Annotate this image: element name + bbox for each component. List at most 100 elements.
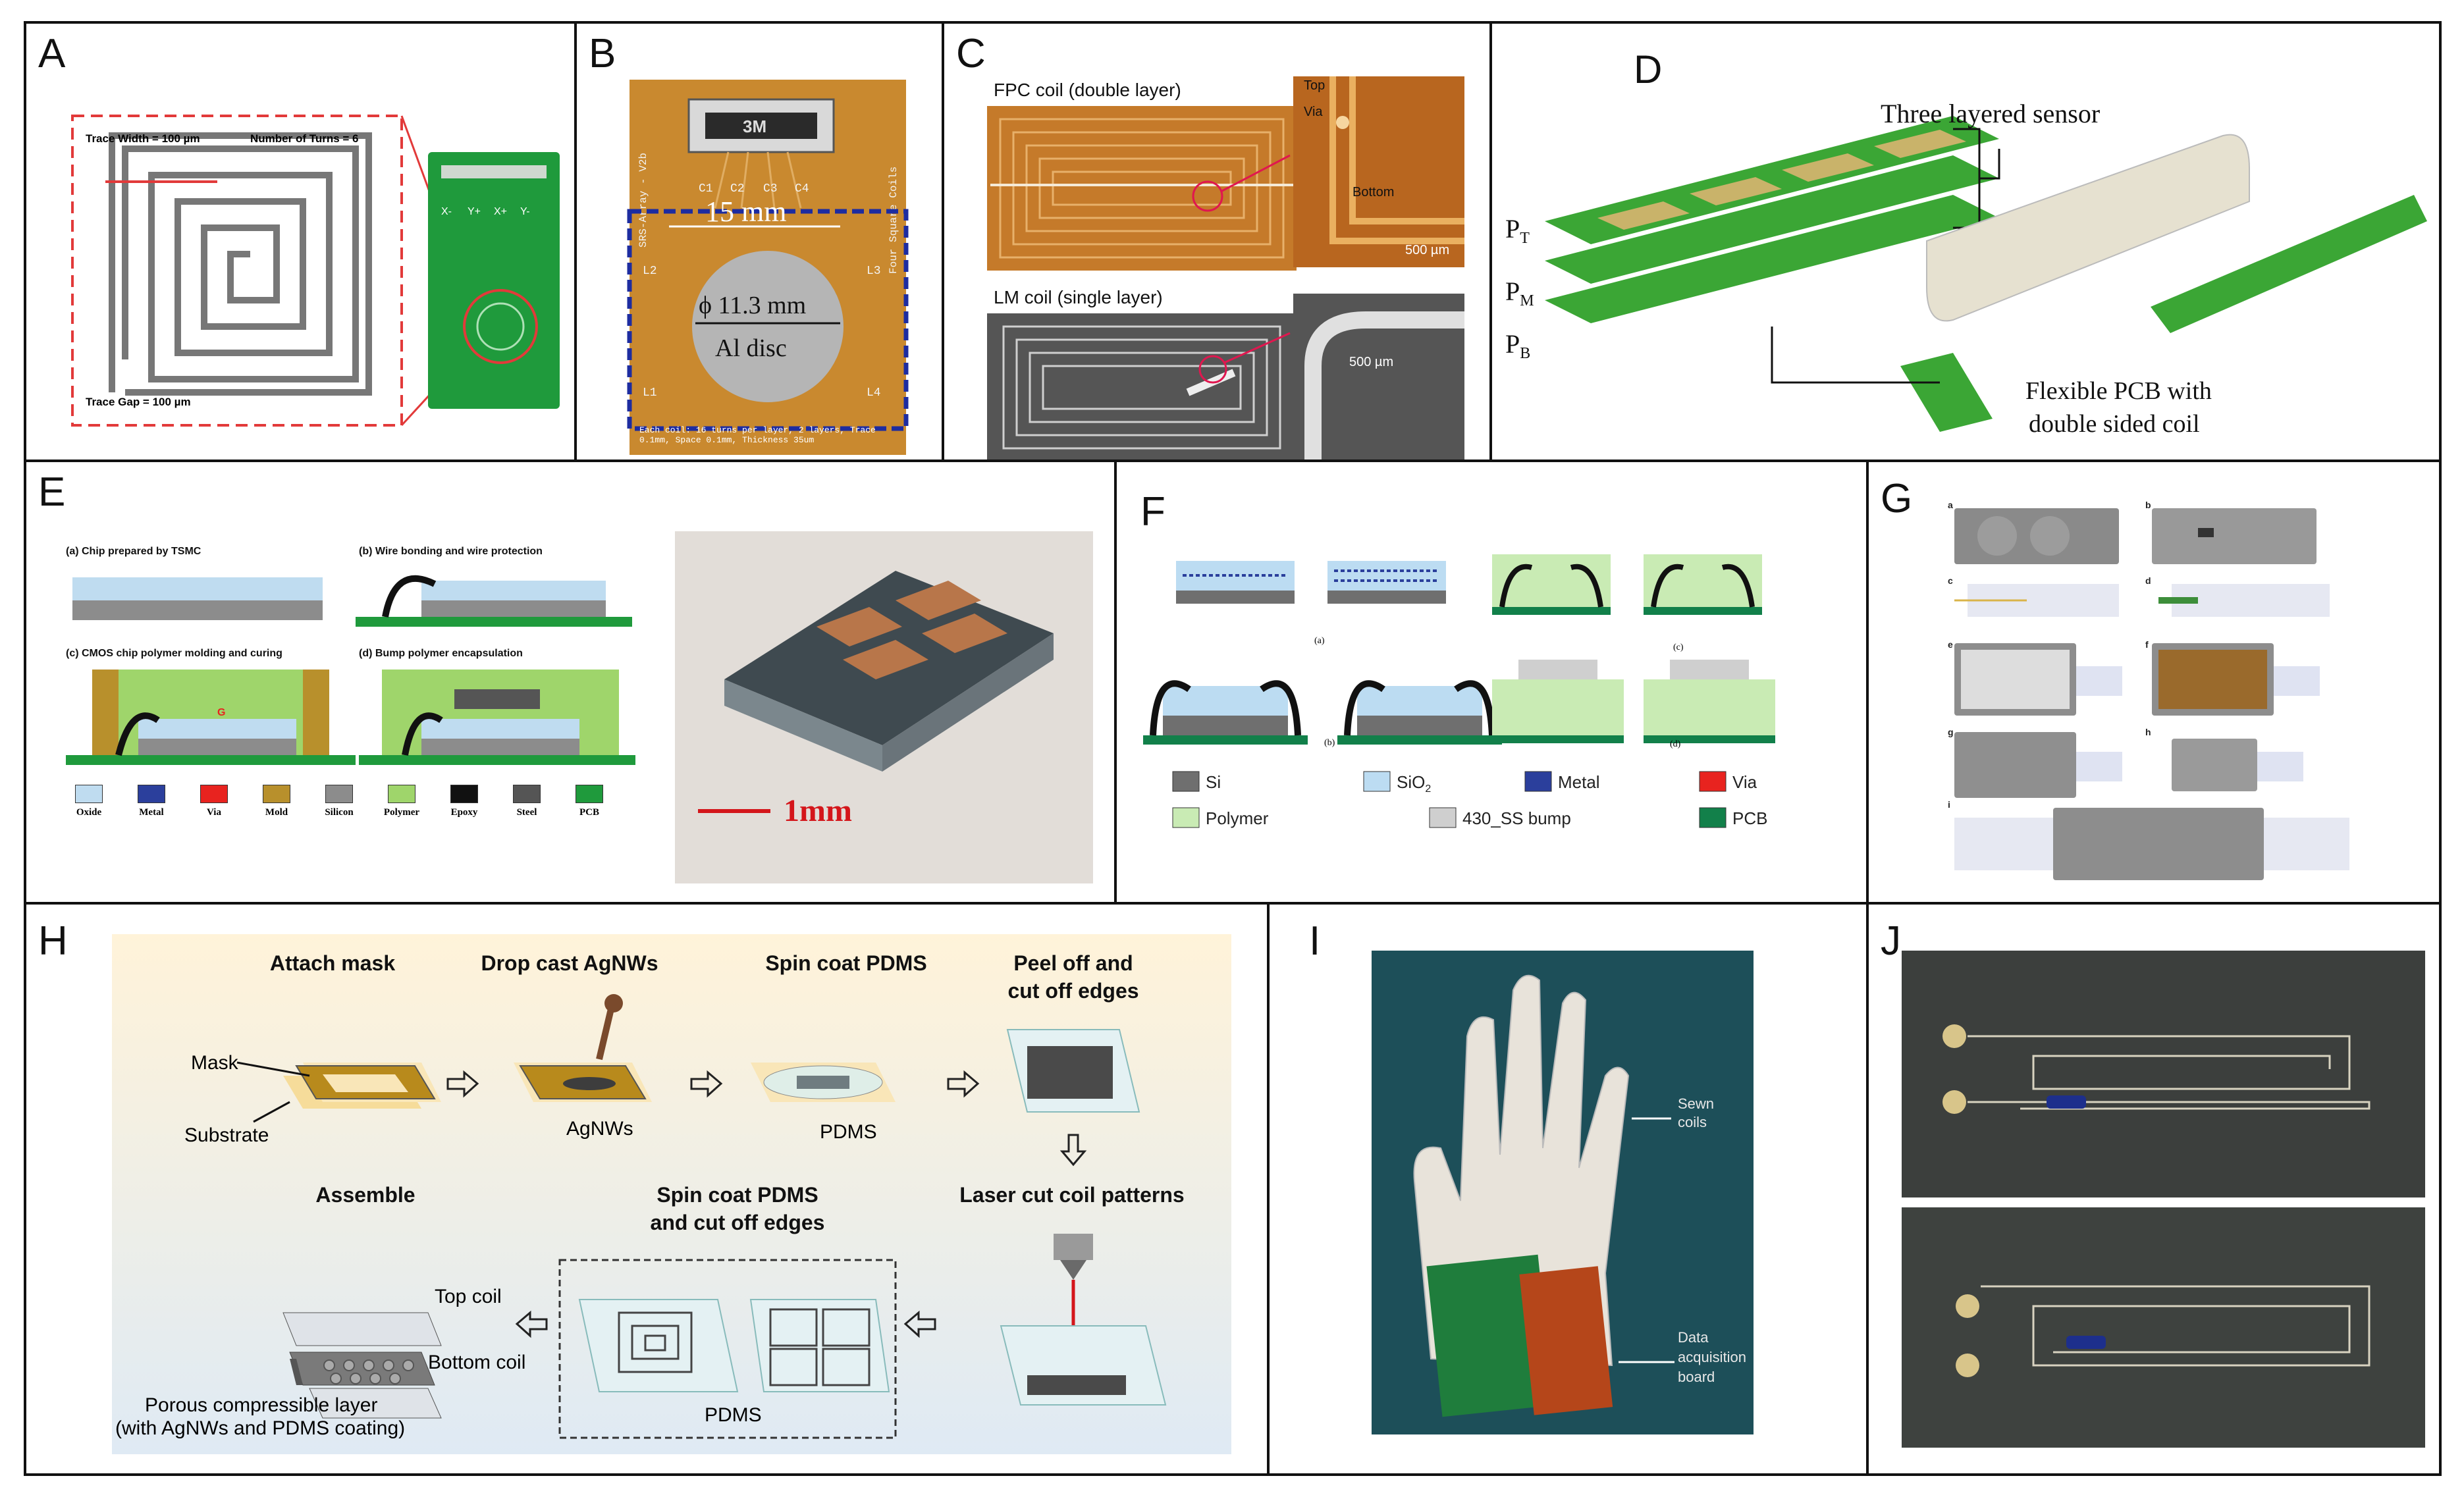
pin-label: Y- [520,206,530,217]
legend-label: Metal [1558,772,1600,792]
textile-coil-photos [1902,951,2425,1448]
daq-label: board [1678,1369,1715,1385]
flex-label: double sided coil [2029,410,2200,438]
sensor-sleeve [1926,134,2250,322]
legend-label: Mold [265,807,288,818]
sub-label: f [2145,639,2149,650]
bottom-coil-label: Bottom coil [428,1352,525,1373]
legend-item-polymer: Polymer [372,785,431,818]
corner-label: L2 [643,265,657,278]
sub-label: c [1948,575,1953,586]
cmos-process-diagram: (a) Chip prepared by TSMC (b) Wire bondi… [66,531,1093,883]
legend-label: Polymer [383,807,420,818]
svg-text:PB: PB [1505,329,1530,362]
panel-letter: F [1140,489,1165,535]
panel-j: J [1866,902,2442,1476]
panel-b: B 3M C1 C2 C3 C4 SRS-Array - V2b Four Sq… [574,21,944,462]
coil-label: C4 [795,182,809,196]
legend-label: Si [1206,772,1221,792]
legend-label: PCB [579,807,599,818]
layer-pb-label: P [1505,329,1520,359]
svg-text:SiO2: SiO2 [1397,772,1431,795]
legend-label: Silicon [325,807,354,818]
e-legend: Oxide Metal Via Mold Silicon Polymer Epo… [59,785,652,831]
layer-pm-label: P [1505,276,1520,306]
legend-item-via: Via [184,785,244,818]
planar-coil-diagram: Trace Width = 100 µm Number of Turns = 6… [71,115,560,427]
sub-label: a [1948,500,1953,510]
sub-label: b [2145,500,2151,510]
panel-letter: G [1881,476,1913,521]
pcb-board [428,152,560,409]
panel-letter: I [1309,918,1321,964]
daq-label: acquisition [1678,1349,1746,1365]
legend-item-pcb: PCB [560,785,619,818]
layer-pb-sub: B [1520,345,1530,362]
al-disc [692,251,844,402]
legend-label: PCB [1732,808,1767,828]
coil-label: C1 [699,182,713,196]
legend-label: Metal [139,807,164,818]
panel-letter: H [38,918,68,964]
sub-label: i [1948,799,1950,810]
step-attach-label: Attach mask [270,951,396,975]
disc-diameter-label: ϕ 11.3 mm [699,292,806,319]
pdms-label: PDMS [820,1121,877,1143]
top-label: Top [1304,78,1325,93]
fpc-title: FPC coil (double layer) [994,80,1181,100]
trace-width-label: Trace Width = 100 µm [86,132,200,145]
porous-label: Porous compressible layer [145,1394,377,1416]
sensor-layers [1545,116,1999,323]
legend-label: Epoxy [450,807,478,818]
panel-c: C FPC coil (double layer) Top Via Bottom… [942,21,1492,462]
package-cross-sections: (a) (c) (b) (d) Si SiO2 Metal Via Polyme… [1143,554,1775,828]
layer-pt-sub: T [1520,230,1530,247]
layer-pt-label: P [1505,214,1520,244]
sub-label: (b) [1324,738,1335,748]
step-b-label: (b) Wire bonding and wire protection [359,546,543,557]
legend-item-metal: Metal [122,785,181,818]
coil-array-photo: 3M C1 C2 C3 C4 SRS-Array - V2b Four Squa… [627,80,909,455]
dimension-label: 15 mm [705,196,786,228]
flex-label: Flexible PCB with [2025,377,2212,405]
sub-label: g [1948,727,1954,737]
svg-text:3M: 3M [743,117,766,136]
layer-pm-sub: M [1520,292,1534,309]
panel-letter: C [956,31,986,76]
sub-label: h [2145,727,2151,737]
trace-gap-label: Trace Gap = 100 µm [86,396,191,408]
board-right-label: Four Square Coils [888,167,899,274]
board-side-label: SRS-Array - V2b [637,153,649,248]
panel-e: E (a) Chip prepared by TSMC (b) Wire bon… [24,460,1117,905]
step-d-label: (d) Bump polymer encapsulation [359,648,523,659]
panel-a: A Trace Width = 100 µm Number of Turns =… [24,21,577,462]
panel-d: D PT PM PB Three layered sensor Flexible… [1489,21,2442,462]
step-assemble-label: Assemble [315,1183,415,1207]
legend-label: 430_SS bump [1462,808,1571,828]
svg-text:PM: PM [1505,276,1534,309]
step-a-label: (a) Chip prepared by TSMC [66,546,201,557]
sewn-label: Sewn [1678,1095,1714,1112]
coil-label: C3 [763,182,778,196]
legend-label: Via [1732,772,1757,792]
panel-h: H Attach mask Drop cast AgNWs Spin coat … [24,902,1270,1476]
sub-label: (c) [1673,643,1684,652]
legend-sub: 2 [1425,783,1431,795]
panel-letter: E [38,469,66,515]
svg-text:PT: PT [1505,214,1530,247]
gap-label: G [217,707,225,718]
coil-label: C2 [730,182,745,196]
flex-pcb [2151,195,2427,333]
three-layer-label: Three layered sensor [1881,99,2100,128]
sewn-label: coils [1678,1114,1707,1130]
legend-item-mold: Mold [247,785,306,818]
sensor-assembly-renders: a b c d e f g h i [1948,500,2349,880]
substrate-label: Substrate [184,1124,269,1146]
agnws-label: AgNWs [566,1118,633,1140]
panel-letter: D [1634,47,1662,92]
bottom-label: Bottom [1353,185,1394,199]
step-peel-label: cut off edges [1007,979,1138,1003]
step-c-label: (c) CMOS chip polymer molding and curing [66,648,282,659]
corner-label: L4 [867,386,881,400]
legend-label: Via [207,807,221,818]
